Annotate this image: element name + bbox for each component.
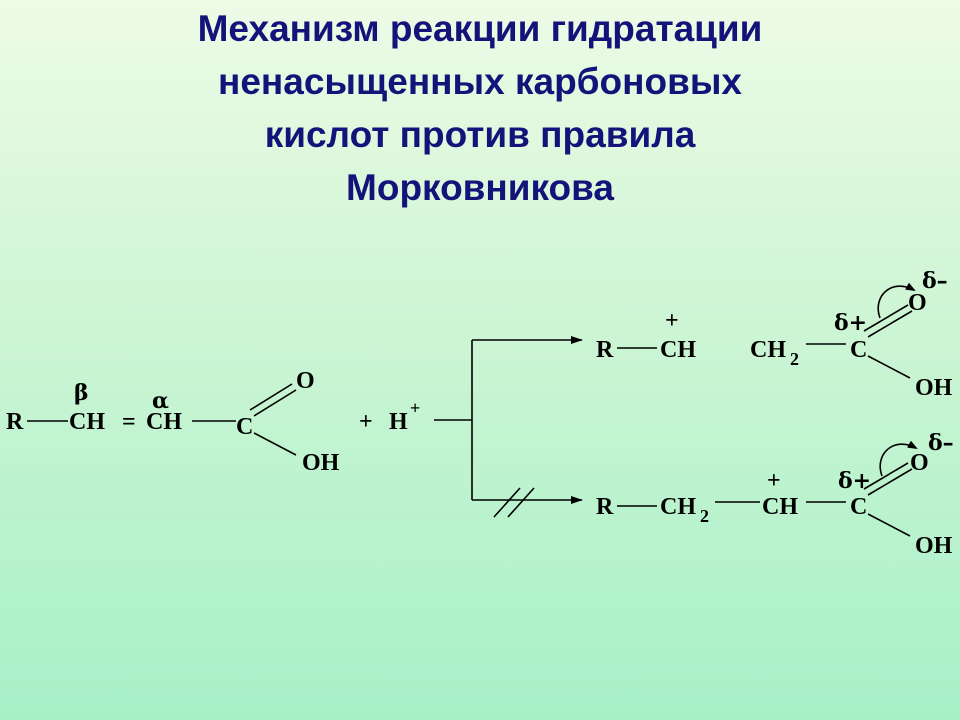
block-mark-2 bbox=[507, 487, 535, 518]
reactant-molecule: R CH = CH β α C O OH bbox=[6, 368, 340, 476]
top-electron-shift-arrow bbox=[877, 282, 916, 319]
title-line-4: Морковникова bbox=[346, 167, 614, 208]
title-line-1: Механизм реакции гидратации bbox=[197, 8, 763, 49]
bottom-ch-charge: + bbox=[767, 468, 781, 494]
bottom-r: R bbox=[596, 494, 614, 520]
block-mark-1 bbox=[493, 487, 521, 518]
bottom-delta-plus: δ+ bbox=[838, 468, 871, 494]
reactant-r: R bbox=[6, 409, 24, 435]
bottom-bond-c-o-2 bbox=[867, 468, 913, 496]
reactant-double-bond: = bbox=[122, 409, 136, 435]
reactant-ch-alpha: CH bbox=[146, 409, 182, 435]
bottom-electron-shift-arrow bbox=[879, 440, 918, 477]
bond-c-o-1 bbox=[249, 383, 293, 411]
top-r: R bbox=[596, 337, 614, 363]
top-ch2-subscript: 2 bbox=[790, 349, 799, 369]
top-bond-c-o-2 bbox=[867, 310, 913, 338]
top-oh: OH bbox=[915, 375, 953, 401]
alpha-label: α bbox=[152, 388, 169, 414]
bottom-ch: CH bbox=[762, 494, 798, 520]
bottom-ch2: CH bbox=[660, 494, 696, 520]
top-ch-charge: + bbox=[665, 308, 679, 334]
product-top: R CH + CH 2 C δ+ O δ– OH bbox=[596, 268, 953, 401]
bottom-delta-minus: δ– bbox=[928, 430, 954, 456]
top-bond-c-oh bbox=[867, 355, 911, 379]
bottom-bond-c-o-1 bbox=[863, 462, 909, 490]
proton-charge: + bbox=[410, 398, 420, 418]
reactant-oh: OH bbox=[302, 450, 340, 476]
bond-c-o-2 bbox=[253, 389, 297, 417]
proton-reagent: + H + bbox=[359, 398, 420, 435]
bond-c-oh bbox=[253, 432, 297, 456]
title-line-2: ненасыщенных карбоновых bbox=[218, 61, 742, 102]
title-line-3: кислот против правила bbox=[264, 114, 696, 155]
reactant-c: C bbox=[236, 414, 253, 440]
proton-h: H bbox=[389, 409, 408, 435]
reactant-o: O bbox=[296, 368, 315, 394]
top-ch2: CH bbox=[750, 337, 786, 363]
plus-sign: + bbox=[359, 409, 373, 435]
bottom-c: C bbox=[850, 494, 867, 520]
product-bottom: R CH 2 CH + C δ+ O δ– OH bbox=[596, 430, 954, 559]
reaction-arrows bbox=[434, 336, 583, 518]
bottom-ch2-subscript: 2 bbox=[700, 506, 709, 526]
top-delta-minus: δ– bbox=[922, 268, 948, 294]
beta-label: β bbox=[74, 380, 89, 406]
top-delta-plus: δ+ bbox=[834, 310, 867, 336]
reactant-ch-beta: CH bbox=[69, 409, 105, 435]
top-o: O bbox=[908, 290, 927, 316]
top-c: C bbox=[850, 337, 867, 363]
bottom-oh: OH bbox=[915, 533, 953, 559]
bottom-bond-c-oh bbox=[867, 513, 911, 537]
top-ch: CH bbox=[660, 337, 696, 363]
top-bond-c-o-1 bbox=[863, 304, 909, 332]
slide-title: Механизм реакции гидратации ненасыщенных… bbox=[0, 2, 960, 214]
bottom-o: O bbox=[910, 450, 929, 476]
